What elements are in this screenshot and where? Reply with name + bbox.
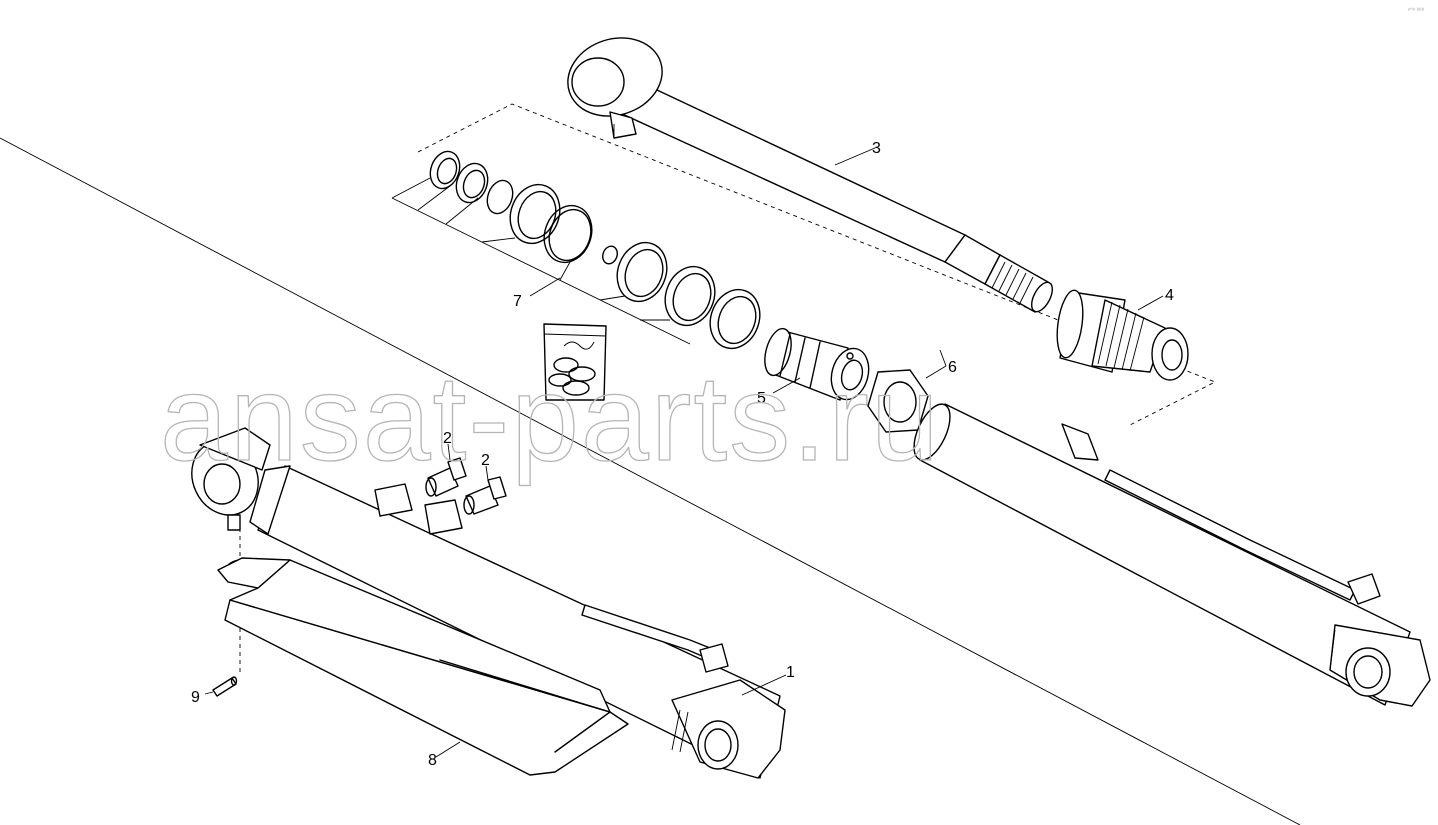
fitting-a-label: 2 — [443, 430, 452, 447]
cylinder-leader — [741, 674, 787, 696]
gland-leader — [1137, 295, 1164, 311]
seal-set — [391, 150, 761, 350]
piston — [764, 327, 870, 401]
plate-label: 8 — [428, 752, 437, 769]
assembled-cylinder-right — [913, 403, 1431, 707]
gland-head — [1056, 289, 1189, 381]
cylinder-label: 1 — [786, 664, 795, 681]
reference-line — [0, 137, 1301, 825]
rod-leader — [834, 147, 876, 166]
fitting-b-leader — [485, 465, 489, 481]
seal-kit-bag — [543, 323, 607, 401]
nut-leader — [925, 365, 947, 379]
guard-plate — [217, 557, 629, 776]
fitting-b-label: 2 — [481, 452, 490, 469]
rod-label: 3 — [872, 140, 881, 157]
watermark: ansat-parts.ru — [160, 350, 941, 486]
plate-leader — [435, 741, 461, 758]
gland-label: 4 — [1165, 287, 1174, 304]
pin — [212, 676, 238, 697]
exploded-envelope — [417, 103, 1217, 426]
cylinder-assembly — [191, 427, 786, 779]
nut-label: 6 — [948, 359, 957, 376]
piston-rod — [567, 37, 1054, 313]
seal-kit-label: 7 — [513, 293, 522, 310]
corner-mark: ᵒ°ᵒ ⁸⁸⁸ — [1408, 7, 1425, 14]
seal-kit-leader — [529, 277, 561, 297]
pin-label: 9 — [191, 689, 200, 706]
fitting-a-leader — [447, 443, 451, 461]
piston-label: 5 — [757, 390, 766, 407]
piston-leader — [772, 377, 801, 394]
pin-leader — [204, 691, 214, 695]
fitting-b — [463, 476, 507, 515]
fitting-a — [425, 457, 467, 497]
